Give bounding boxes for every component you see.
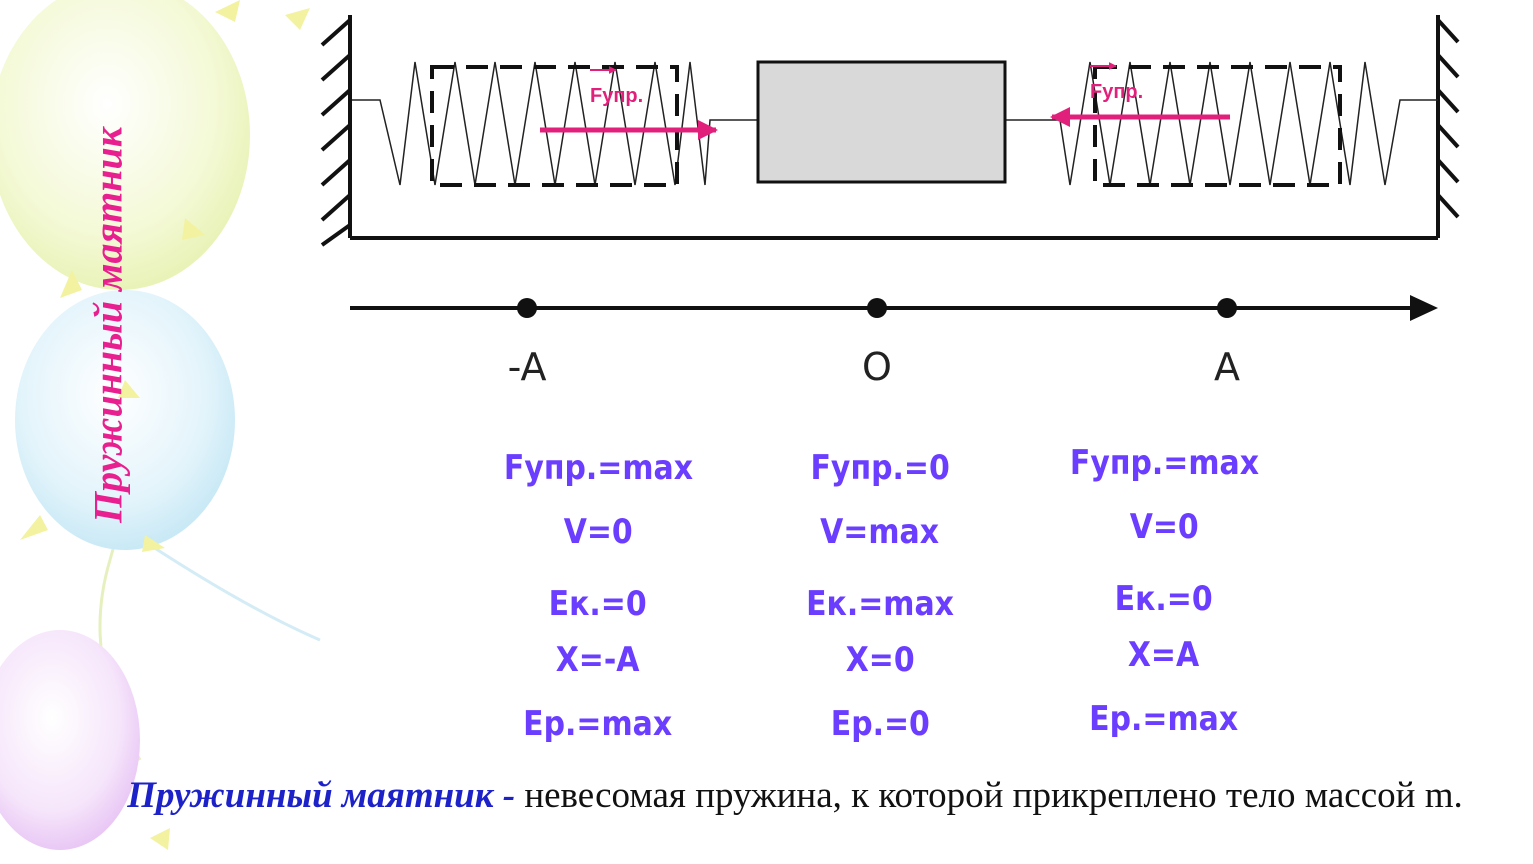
axis-point-dot: [867, 298, 887, 318]
kinetic-energy-value: Eк.=0: [1114, 579, 1214, 619]
svg-text:Fупр.: Fупр.: [1090, 81, 1143, 103]
potential-energy-value: Ep.=max: [1089, 699, 1239, 739]
kinetic-energy-value: Eк.=0: [548, 584, 648, 624]
definition-body: невесомая пружина, к которой прикреплено…: [515, 775, 1463, 816]
state-column-right: Fупр.=max V=0 Eк.=0 X=A Ep.=max: [1004, 443, 1324, 739]
potential-energy-value: Ep.=0: [830, 704, 930, 744]
velocity-value: V=0: [563, 512, 633, 552]
axis-point-label: -A: [508, 345, 547, 389]
definition-term: Пружинный маятник -: [127, 775, 516, 816]
axis-point-dot: [1217, 298, 1237, 318]
velocity-value: V=max: [820, 512, 940, 552]
axis-point-label: A: [1214, 345, 1240, 389]
axis-point-label: O: [862, 345, 892, 389]
force-value: Fупр.=max: [503, 448, 693, 488]
right-wall: [1436, 15, 1460, 238]
state-column-center: Fупр.=0 V=max Eк.=max X=0 Ep.=0: [720, 448, 1040, 744]
left-wall: [320, 15, 352, 247]
coordinate-axis: -A O A: [350, 295, 1438, 389]
force-value: Fупр.=0: [810, 448, 950, 488]
state-column-left: Fупр.=max V=0 Eк.=0 X=-A Ep.=max: [438, 448, 758, 744]
force-value: Fупр.=max: [1069, 443, 1259, 483]
kinetic-energy-value: Eк.=max: [806, 584, 954, 624]
definition-text: Пружинный маятник - невесомая пружина, к…: [70, 772, 1520, 820]
sparkle-rays: [20, 0, 310, 850]
axis-point-dot: [517, 298, 537, 318]
svg-text:Fупр.: Fупр.: [590, 85, 643, 107]
position-value: X=A: [1128, 635, 1200, 675]
right-extreme-outline: [1093, 65, 1342, 187]
right-force-label: Fупр.: [1090, 62, 1143, 103]
position-value: X=-A: [556, 640, 640, 680]
left-force-label: Fупр.: [590, 66, 643, 107]
blue-balloon: [15, 290, 321, 642]
velocity-value: V=0: [1129, 507, 1199, 547]
potential-energy-value: Ep.=max: [523, 704, 673, 744]
left-spring: [352, 61, 758, 186]
left-extreme-outline: [430, 65, 679, 187]
mass-block: [756, 60, 1007, 184]
position-value: X=0: [845, 640, 915, 680]
right-spring: [1005, 61, 1438, 186]
purple-balloon: [0, 630, 140, 850]
